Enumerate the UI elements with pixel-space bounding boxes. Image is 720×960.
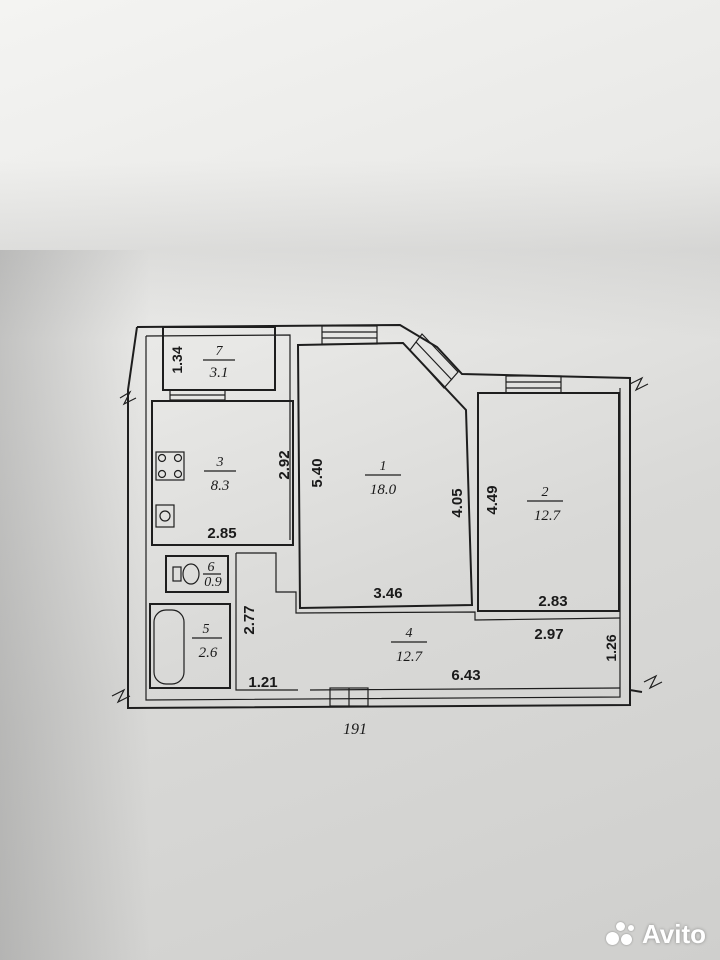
sink-icon <box>155 504 175 528</box>
room-area: 12.7 <box>534 508 562 524</box>
dim-hall-width-small: 1.21 <box>248 674 277 691</box>
room-number: 3 <box>216 455 224 470</box>
bathtub-icon <box>153 609 185 685</box>
dim-room-7-height: 1.34 <box>169 346 185 373</box>
wall-break-right-bottom <box>643 674 663 690</box>
dim-hall-right-height: 1.26 <box>603 634 619 661</box>
room-2-label: 2 12.7 <box>527 485 563 524</box>
room-1-window <box>321 325 378 345</box>
dim-room-3-width: 2.85 <box>207 525 236 542</box>
avito-brand-text: Avito <box>641 919 706 949</box>
room-6-outline <box>165 555 229 593</box>
room-3-label: 3 8.3 <box>204 455 236 494</box>
dim-room-3-height: 2.92 <box>276 450 293 479</box>
room-number: 4 <box>406 626 413 641</box>
outer-wall <box>127 323 643 710</box>
dim-room-1-right-height: 4.05 <box>449 488 466 517</box>
room-number: 6 <box>208 560 215 575</box>
room-4-outline <box>235 552 621 691</box>
room-1-bay-window <box>409 333 459 389</box>
room-number: 2 <box>542 485 549 500</box>
paper-shadow-left <box>0 250 150 960</box>
room-area: 12.7 <box>396 649 424 665</box>
room-5-outline <box>149 603 231 689</box>
room-area: 3.1 <box>209 365 229 381</box>
wall-break-left-bottom <box>111 688 131 704</box>
avito-watermark: Avito <box>605 919 706 950</box>
dim-room-1-width: 3.46 <box>373 585 402 602</box>
wall-break-left <box>119 390 137 406</box>
room-5-label: 5 2.6 <box>192 622 222 661</box>
room-area: 8.3 <box>211 478 230 494</box>
room-area: 18.0 <box>370 482 397 498</box>
room-6-label: 6 0.9 <box>203 560 222 590</box>
room-area: 0.9 <box>204 575 222 590</box>
room-number: 7 <box>216 344 224 359</box>
stove-icon <box>155 451 185 481</box>
dim-hall-length: 6.43 <box>451 667 480 684</box>
room-2-window <box>505 375 562 394</box>
room-4-label: 4 12.7 <box>391 626 427 665</box>
dim-room-1-left-height: 5.40 <box>309 458 326 487</box>
room-number: 5 <box>203 622 210 637</box>
toilet-icon <box>182 563 200 585</box>
room-1-outline <box>296 341 474 610</box>
dim-hall-height: 2.77 <box>241 605 258 634</box>
dim-room-2-height: 4.49 <box>484 485 501 514</box>
room-7-label: 7 3.1 <box>203 344 235 381</box>
dim-hall-right-width: 2.97 <box>534 626 563 643</box>
wall-break-right <box>629 376 649 392</box>
paper-shadow-top <box>0 160 720 340</box>
room-area: 2.6 <box>199 645 218 661</box>
dim-room-2-width: 2.83 <box>538 593 567 610</box>
room-1-label: 1 18.0 <box>365 459 401 498</box>
room-3-outline <box>151 400 294 546</box>
avito-logo-icon <box>605 921 636 948</box>
room-number: 1 <box>380 459 387 474</box>
scale-label: 191 <box>343 721 367 738</box>
